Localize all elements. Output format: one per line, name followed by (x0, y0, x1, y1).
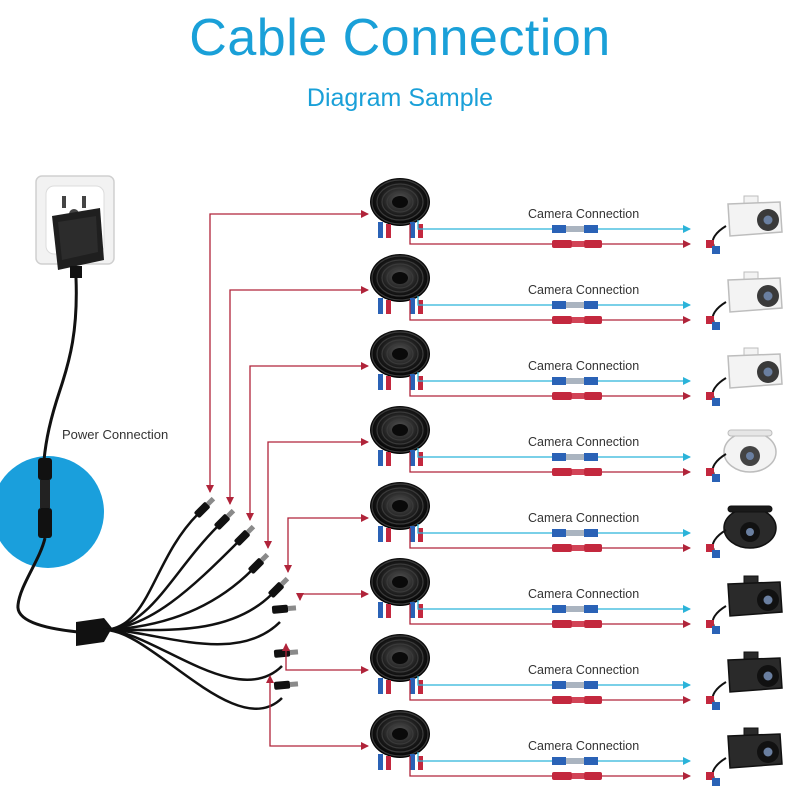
splitter-plug-icon (103, 604, 297, 646)
camera-connection-label: Camera Connection (528, 587, 640, 601)
camera-connection-label: Camera Connection (528, 739, 640, 753)
bnc-cable-coil-icon (370, 710, 430, 770)
bnc-connector-icon (552, 681, 598, 689)
bnc-connector-icon (552, 301, 598, 309)
bnc-cable-coil-icon (370, 634, 430, 694)
video-signal-line (417, 676, 691, 689)
bnc-connector-icon (552, 225, 598, 233)
power-signal-line (409, 756, 691, 780)
video-signal-line (417, 752, 691, 765)
video-signal-line (417, 448, 691, 461)
bnc-cable-coil-icon (370, 330, 430, 390)
dc-plug-icon (552, 392, 602, 400)
page-title: Cable Connection (189, 9, 611, 67)
security-camera-icon (706, 271, 783, 330)
security-camera-icon (706, 727, 783, 786)
video-signal-line (417, 296, 691, 309)
security-camera-icon (706, 505, 777, 558)
camera-connection-label: Camera Connection (528, 207, 640, 221)
power-return-line (264, 438, 369, 549)
camera-connection-label: Camera Connection (528, 283, 640, 297)
camera-connection-label: Camera Connection (528, 359, 640, 373)
security-camera-icon (706, 651, 783, 710)
bnc-connector-icon (552, 453, 598, 461)
power-signal-line (409, 604, 691, 628)
splitter-input-cable (16, 537, 79, 634)
dc-plug-icon (552, 620, 602, 628)
splitter-plug-icon (103, 524, 256, 632)
power-return-line (226, 286, 369, 505)
camera-connection-label: Camera Connection (528, 663, 640, 677)
power-cable (42, 277, 78, 461)
page-subtitle: Diagram Sample (306, 84, 494, 112)
bnc-cable-coil-icon (370, 178, 430, 238)
video-signal-line (417, 524, 691, 537)
camera-row (370, 482, 777, 558)
splitter-plug-icon (103, 508, 236, 632)
power-arrows (206, 210, 369, 750)
power-signal-line (409, 680, 691, 704)
security-camera-icon (706, 195, 783, 254)
camera-row (370, 178, 783, 254)
camera-row (370, 710, 783, 786)
dc-connector-icon (38, 458, 52, 538)
bnc-cable-coil-icon (370, 254, 430, 314)
video-signal-line (417, 600, 691, 613)
bnc-connector-icon (552, 377, 598, 385)
power-signal-line (409, 300, 691, 324)
bnc-connector-icon (552, 529, 598, 537)
dc-plug-icon (552, 696, 602, 704)
dc-plug-icon (552, 316, 602, 324)
splitter-plug-icon (103, 628, 299, 681)
camera-connection-label: Camera Connection (528, 511, 640, 525)
bnc-connector-icon (552, 757, 598, 765)
power-signal-line (409, 528, 691, 552)
camera-row (370, 330, 783, 406)
dc-plug-icon (552, 544, 602, 552)
power-return-line (282, 643, 369, 674)
power-adapter-icon (52, 208, 104, 278)
power-connection-label: Power Connection (62, 427, 169, 442)
security-camera-icon (706, 347, 783, 406)
power-return-line (284, 514, 369, 573)
camera-row (370, 254, 783, 330)
power-return-line (206, 210, 369, 493)
camera-row (370, 406, 777, 482)
video-signal-line (417, 372, 691, 385)
video-signal-line (417, 220, 691, 233)
bnc-connector-icon (552, 605, 598, 613)
security-camera-icon (706, 429, 777, 482)
dc-plug-icon (552, 468, 602, 476)
camera-connection-label: Camera Connection (528, 435, 640, 449)
power-return-line (246, 362, 369, 521)
security-camera-icon (706, 575, 783, 634)
camera-row (370, 558, 783, 634)
splitter-branches (103, 496, 299, 710)
power-return-line (266, 675, 369, 750)
camera-row (370, 634, 783, 710)
power-signal-line (409, 224, 691, 248)
dc-plug-icon (552, 772, 602, 780)
camera-rows (370, 178, 783, 786)
power-signal-line (409, 452, 691, 476)
bnc-cable-coil-icon (370, 558, 430, 618)
dc-plug-icon (552, 240, 602, 248)
power-return-line (296, 590, 369, 601)
power-splitter-icon (76, 618, 112, 646)
bnc-cable-coil-icon (370, 406, 430, 466)
bnc-cable-coil-icon (370, 482, 430, 542)
power-signal-line (409, 376, 691, 400)
